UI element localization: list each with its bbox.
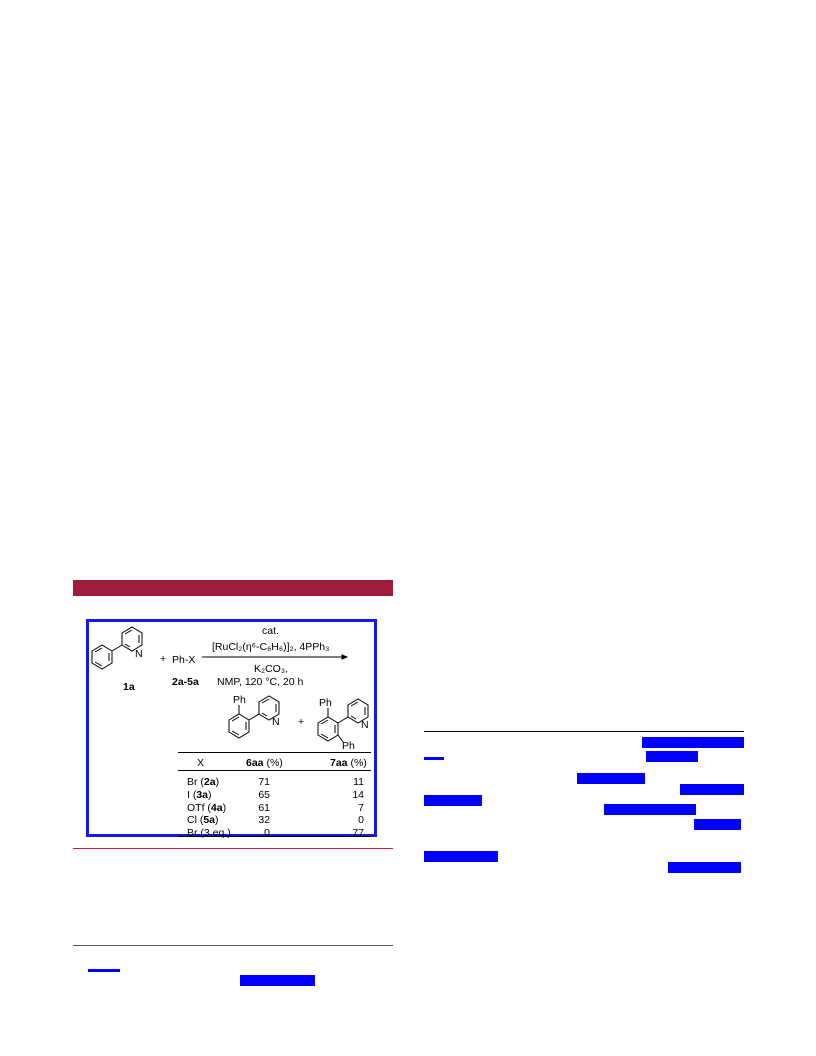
- scheme-bottom-rule: [73, 848, 393, 849]
- atom-n-1a: N: [135, 648, 143, 660]
- label-2a-5a: 2a-5a: [172, 676, 199, 688]
- table-header-7aa: 7aa (%): [330, 757, 367, 769]
- table-header-rule: [178, 770, 371, 771]
- atom-ph-7aa-top: Ph: [319, 697, 332, 709]
- table-cell-x: Br (2a): [187, 776, 220, 788]
- scheme-title-bar: [73, 580, 393, 596]
- table-cell-x: OTf (4a): [187, 802, 227, 814]
- footnote-link-2[interactable]: [240, 975, 315, 986]
- reference-link-2[interactable]: [424, 757, 444, 760]
- atom-n-6aa: N: [272, 716, 280, 728]
- table-cell-7aa: 0: [358, 814, 364, 826]
- reagent-phx: Ph-X: [172, 654, 196, 666]
- reference-link-5[interactable]: [680, 784, 744, 795]
- table-cell-6aa: 71: [258, 776, 270, 788]
- footnote-rule: [73, 945, 393, 946]
- table-cell-6aa: 32: [258, 814, 270, 826]
- reference-link-9[interactable]: [424, 851, 498, 862]
- table-cell-7aa: 11: [353, 776, 364, 788]
- conditions-line-1: K₂CO₃,: [254, 663, 289, 675]
- atom-ph-6aa: Ph: [233, 694, 246, 706]
- table-cell-7aa: 7: [358, 802, 364, 814]
- table-cell-7aa: 14: [352, 789, 364, 801]
- reference-link-8[interactable]: [694, 819, 741, 830]
- table-header-x: X: [197, 757, 205, 769]
- atom-n-7aa: N: [361, 719, 369, 731]
- table-cell-6aa: 65: [258, 789, 270, 801]
- table-cell-x: Br (3 eq.): [187, 827, 231, 839]
- catalyst-line-2: [RuCl₂(η⁶-C₆H₆)]₂, 4PPh₃: [212, 641, 330, 653]
- table-bottom-rule: [178, 836, 371, 837]
- plus-sign-1: +: [160, 653, 167, 665]
- table-cell-6aa: 0: [264, 827, 270, 839]
- reference-link-7[interactable]: [604, 804, 696, 815]
- right-column-rule: [424, 731, 744, 732]
- reference-link-6[interactable]: [424, 795, 482, 806]
- table-header-6aa: 6aa (%): [246, 757, 283, 769]
- atom-ph-7aa-bottom: Ph: [342, 740, 355, 752]
- reference-link-4[interactable]: [577, 773, 645, 784]
- reference-link-10[interactable]: [668, 862, 741, 873]
- scheme-frame: [86, 619, 377, 837]
- table-top-rule: [178, 752, 371, 753]
- plus-sign-2: +: [298, 716, 305, 728]
- table-cell-7aa: 77: [352, 827, 364, 839]
- table-cell-x: Cl (5a): [187, 814, 219, 826]
- label-1a: 1a: [123, 681, 135, 693]
- conditions-line-2: NMP, 120 °C, 20 h: [217, 676, 304, 688]
- footnote-link-1[interactable]: [88, 969, 120, 972]
- table-cell-6aa: 61: [258, 802, 270, 814]
- reference-link-3[interactable]: [646, 751, 698, 762]
- reference-link-1[interactable]: [642, 737, 744, 748]
- table-cell-x: I (3a): [187, 789, 212, 801]
- catalyst-line-1: cat.: [262, 625, 279, 637]
